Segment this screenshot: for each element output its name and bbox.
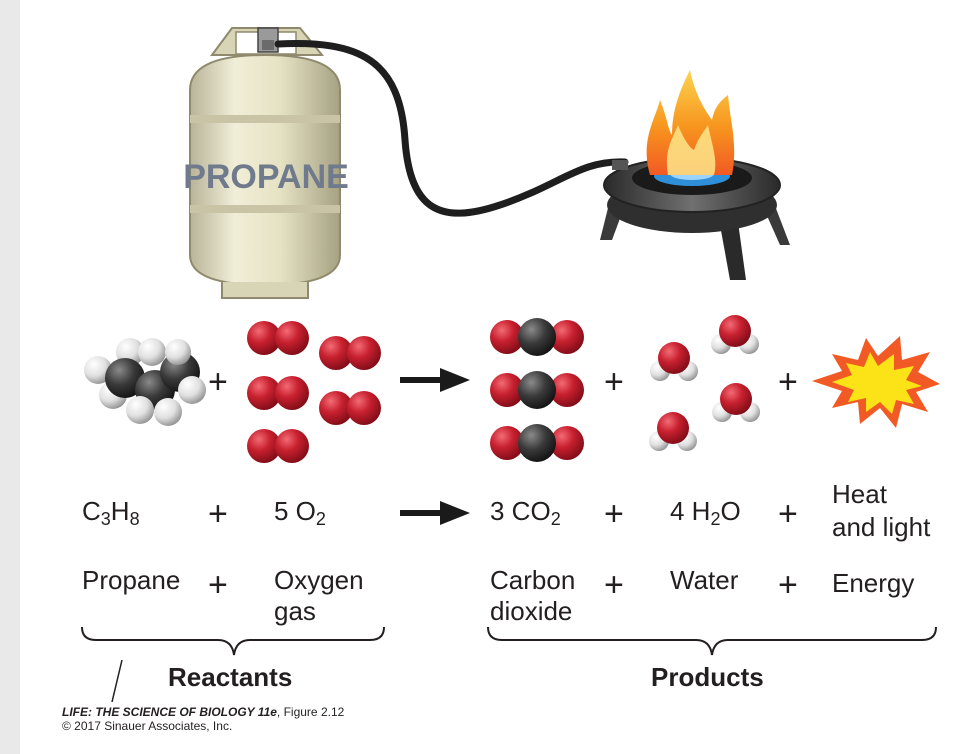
carbon-dioxide-molecules [490,318,584,462]
plus-sign: + [208,566,228,604]
brace-icon [81,626,385,656]
water-molecule-icon [711,315,759,354]
reaction-arrow-icon [400,501,470,525]
left-margin-strip [0,0,20,754]
plus-sign: + [778,566,798,604]
oxygen-molecule-icon [247,321,309,355]
brace-icon [487,626,937,656]
carbon-dioxide-molecule-icon [490,318,584,356]
plus-sign: + [778,363,798,401]
label-products: Products [651,662,764,692]
burner-icon [600,157,790,280]
credit-figure: , Figure 2.12 [276,705,345,719]
oxygen-molecule-icon [319,336,381,370]
water-molecule-icon [650,342,698,381]
plus-sign: + [604,495,624,533]
formula-water: 4 H2O [670,496,741,529]
name-propane: Propane [82,565,181,595]
plus-sign: + [604,566,624,604]
plus-sign: + [604,363,624,401]
flame-icon [646,70,735,175]
propane-molecule-icon [84,338,206,426]
credit-copyright: © 2017 Sinauer Associates, Inc. [62,719,233,733]
name-water: Water [670,565,739,595]
propane-tank-icon: PROPANE [183,27,349,299]
oxygen-molecule-icon [247,376,309,410]
water-molecules [649,315,760,451]
figure-credit: LIFE: THE SCIENCE OF BIOLOGY 11e, Figure… [62,705,344,733]
formula-oxygen: 5 O2 [274,496,326,529]
formula-carbon-dioxide: 3 CO2 [490,496,561,529]
carbon-dioxide-molecule-icon [490,424,584,462]
oxygen-molecule-icon [319,391,381,425]
formula-propane: C3H8 [82,496,140,529]
water-molecule-icon [712,383,760,422]
plus-sign: + [778,495,798,533]
energy-starburst-icon [812,336,940,428]
oxygen-molecules [247,321,381,463]
carbon-dioxide-molecule-icon [490,371,584,409]
label-reactants: Reactants [168,662,293,692]
tank-label: PROPANE [183,158,349,196]
credit-book: LIFE: THE SCIENCE OF BIOLOGY 11e [62,705,277,719]
plus-sign: + [208,495,228,533]
oxygen-molecule-icon [247,429,309,463]
plus-sign: + [208,363,228,401]
gas-hose [274,40,629,217]
name-energy: Energy [832,568,915,598]
reaction-arrow-icon [400,368,470,392]
credit-leader-line [111,659,123,703]
water-molecule-icon [649,412,697,451]
